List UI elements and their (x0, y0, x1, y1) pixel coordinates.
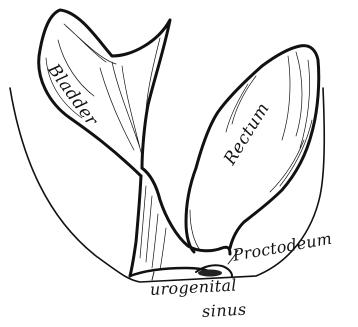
duct-left-wall (130, 176, 141, 276)
sinus-label: sinus (202, 302, 247, 320)
stalk-hatching (140, 186, 200, 270)
urogenital-label: urogenital (150, 277, 238, 298)
rectum-wall-hatching (226, 52, 312, 192)
